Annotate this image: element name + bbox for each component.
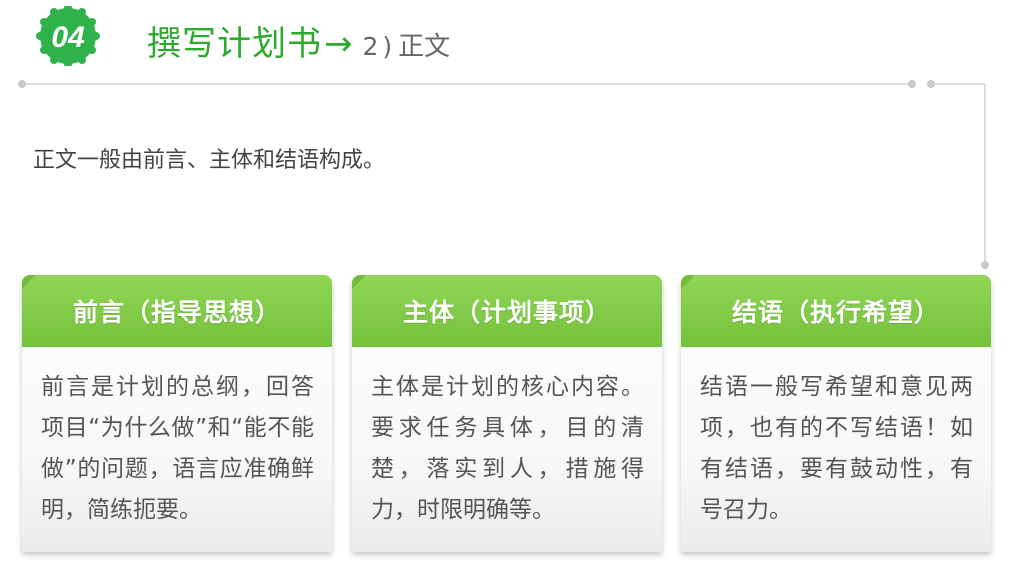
card-heading: 前言（指导思想） [22,275,332,347]
arrow-right-icon: → [324,24,353,64]
page-title: 撰写计划书 → 2 ) 正文 [147,16,450,64]
intro-text: 正文一般由前言、主体和结语构成。 [33,148,386,173]
step-paren: ) [382,32,393,61]
card-main-body: 主体（计划事项） 主体是计划的核心内容。要求任务具体，目的清楚，落实到人，措施得… [352,275,662,552]
card-preface: 前言（指导思想） 前言是计划的总纲，回答项目“为什么做”和“能不能做”的问题，语… [22,275,332,552]
card-conclusion: 结语（执行希望） 结语一般写希望和意见两项，也有的不写结语！如有结语，要有鼓动性… [681,275,991,552]
number-badge-icon: 04 [36,6,100,66]
subtitle: 正文 [398,32,451,62]
card-heading: 主体（计划事项） [352,275,662,347]
card-heading: 结语（执行希望） [681,275,991,347]
card-body: 结语一般写希望和意见两项，也有的不写结语！如有结语，要有鼓动性，有号召力。 [700,374,973,523]
badge-number: 04 [51,21,85,54]
title-text: 撰写计划书 [147,24,322,64]
card-body: 主体是计划的核心内容。要求任务具体，目的清楚，落实到人，措施得力，时限明确等。 [371,374,644,523]
step-number: 2 [362,32,379,61]
card-body: 前言是计划的总纲，回答项目“为什么做”和“能不能做”的问题，语言应准确鲜明，简练… [41,374,314,523]
